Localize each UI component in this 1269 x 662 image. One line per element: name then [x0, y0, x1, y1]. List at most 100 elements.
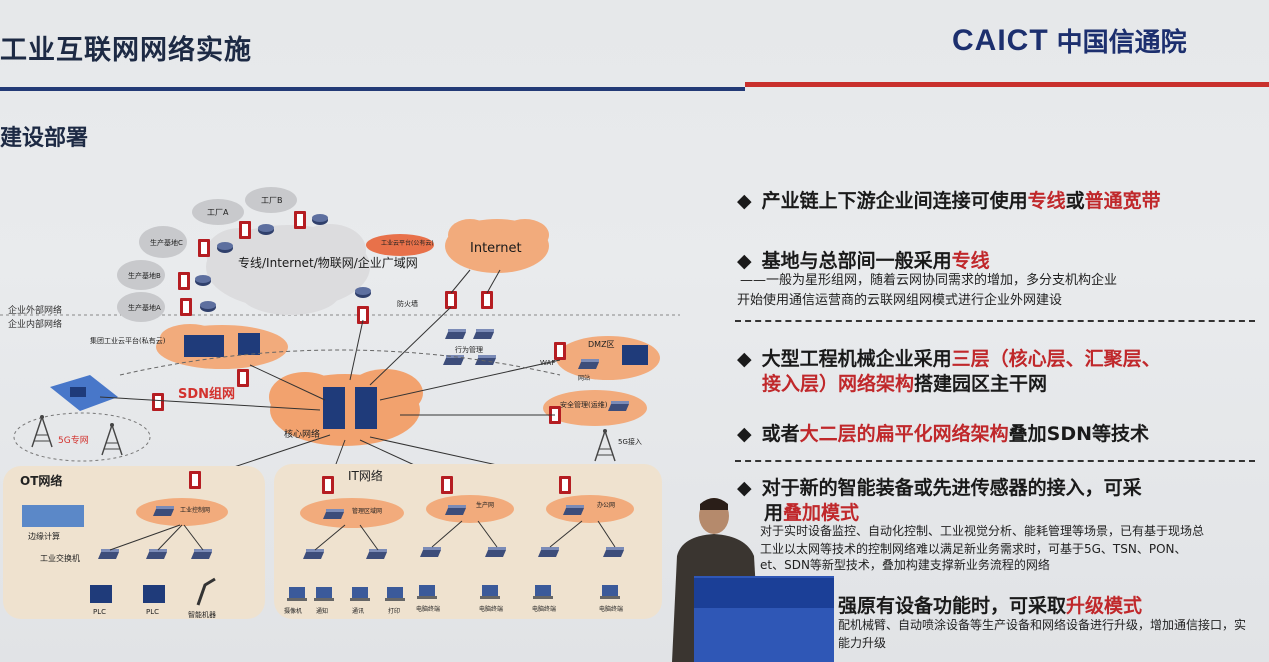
switch-icon	[603, 547, 624, 557]
svg-text:电脑终端: 电脑终端	[532, 605, 556, 613]
terminal-icon	[350, 587, 370, 601]
point-3: ◆大型工程机械企业采用三层（核心层、汇聚层、	[737, 348, 1161, 370]
svg-text:网站: 网站	[578, 374, 590, 382]
point-4: ◆或者大二层的扁平化网络架构叠加SDN等技术	[737, 423, 1150, 445]
router-icon	[312, 214, 328, 225]
slide-title: 工业互联网网络实施	[0, 35, 252, 66]
point-5-note-line-1: 对于实时设备监控、自动化控制、工业视觉分析、能耗管理等场景，已有基于现场总	[760, 524, 1205, 538]
svg-text:摄像机: 摄像机	[284, 607, 302, 615]
svg-text:通讯: 通讯	[352, 607, 364, 615]
base-b-node	[117, 260, 165, 290]
wan-cloud	[206, 224, 370, 315]
factory-b-node	[245, 187, 297, 213]
svg-text:集团工业云平台(私有云): 集团工业云平台(私有云)	[90, 336, 166, 345]
firewall-icon	[152, 393, 164, 411]
svg-text:安全管理(运维): 安全管理(运维)	[560, 400, 608, 409]
cell-tower-icon	[594, 428, 616, 462]
switch-icon	[538, 547, 559, 557]
firewall-icon	[294, 211, 306, 229]
computer-icon	[480, 585, 500, 599]
svg-text:工业交换机: 工业交换机	[40, 553, 80, 563]
svg-text:工厂B: 工厂B	[261, 196, 283, 205]
svg-text:边缘计算: 边缘计算	[28, 531, 60, 541]
svg-text:管理区域网: 管理区域网	[352, 507, 382, 515]
point-6: 强原有设备功能时，可采取升级模式	[838, 595, 1143, 617]
svg-text:DMZ区: DMZ区	[588, 340, 615, 349]
switch-icon	[191, 549, 212, 559]
logo-en: CAICT	[952, 23, 1049, 57]
firewall-label: 防火墙	[397, 299, 418, 308]
switch-icon	[485, 547, 506, 557]
g5-private-label: 5G专网	[58, 434, 89, 446]
firewall-icon	[180, 298, 192, 316]
point-5: ◆对于新的智能装备或先进传感器的接入，可采	[737, 477, 1142, 499]
svg-text:工厂A: 工厂A	[207, 208, 229, 217]
switch-icon	[608, 401, 629, 411]
svg-text:PLC: PLC	[93, 608, 106, 616]
svg-text:智能机器: 智能机器	[188, 610, 216, 619]
edge-computing-icon	[22, 505, 84, 527]
core-switch	[323, 387, 345, 429]
svg-text:电脑终端: 电脑终端	[479, 605, 503, 613]
camera-icon	[287, 587, 307, 601]
svg-text:生产基地A: 生产基地A	[128, 303, 161, 312]
svg-text:电脑终端: 电脑终端	[599, 605, 623, 613]
security-cloud	[543, 390, 647, 426]
switch-icon	[473, 329, 494, 339]
point-5-line-2: 用叠加模式	[764, 502, 860, 524]
base-c-node	[139, 226, 187, 258]
switch-icon	[98, 549, 119, 559]
svg-text:打印: 打印	[388, 607, 400, 615]
svg-text:工业云平台(公有云): 工业云平台(公有云)	[381, 239, 434, 247]
computer-icon	[600, 585, 620, 599]
switch-icon	[563, 505, 584, 515]
plc-icon	[90, 585, 112, 603]
svg-text:生产基地C: 生产基地C	[150, 238, 183, 247]
it-label: IT网络	[348, 468, 383, 483]
switch-icon	[303, 549, 324, 559]
point-2: ◆基地与总部间一般采用专线	[737, 250, 990, 272]
network-architecture-diagram: 企业外部网络 企业内部网络 工厂A 工厂B 生产基地C 生产基地B 生产基地A …	[0, 187, 680, 619]
point-5-note-line-3: et、SDN等新型技术，叠加构建支撑新业务流程的网络	[760, 558, 1050, 572]
logo-cn: 中国信通院	[1056, 28, 1187, 58]
svg-text:通知: 通知	[316, 607, 328, 615]
section-divider	[735, 460, 1255, 462]
svg-text:电脑终端: 电脑终端	[416, 605, 440, 613]
svg-text:办公网: 办公网	[597, 501, 615, 509]
point-3-line-2: 接入层）网络架构搭建园区主干网	[762, 373, 1048, 395]
firewall-icon	[178, 272, 190, 290]
switch-icon	[323, 509, 344, 519]
printer-icon	[385, 587, 405, 601]
switch-icon	[146, 549, 167, 559]
ot-label: OT网络	[20, 473, 62, 488]
wan-label: 专线/Internet/物联网/企业广域网	[238, 255, 418, 270]
firewall-icon	[189, 471, 201, 489]
svg-text:工业控制网: 工业控制网	[180, 506, 210, 514]
core-switch	[355, 387, 377, 429]
caict-logo: CAICT 中国信通院	[952, 22, 1187, 59]
firewall-icon	[441, 476, 453, 494]
router-icon	[217, 242, 233, 253]
computer-icon	[417, 585, 437, 599]
computer-icon	[533, 585, 553, 599]
point-1: ◆产业链上下游企业间连接可使用专线或普通宽带	[737, 190, 1161, 212]
internet-cloud	[445, 219, 549, 273]
sdn-label: SDN组网	[178, 386, 235, 402]
internal-network-label: 企业内部网络	[8, 318, 62, 330]
point-6-note-line-1: 配机械臂、自动喷涂设备等生产设备和网络设备进行升级，增加通信接口，实	[838, 618, 1247, 632]
switch-icon	[445, 505, 466, 515]
router-icon	[355, 287, 371, 298]
firewall-icon	[237, 369, 249, 387]
factory-a-node	[192, 199, 244, 225]
g5-private-zone	[13, 412, 151, 462]
point-5-note-line-2: 工业以太网等技术的控制网络难以满足新业务需求时，可基于5G、TSN、PON、	[760, 542, 1187, 556]
switch-icon	[366, 549, 387, 559]
switch-icon	[445, 329, 466, 339]
svg-text:生产基地B: 生产基地B	[128, 271, 161, 280]
router-icon	[195, 275, 211, 286]
ot-zone	[3, 466, 265, 619]
firewall-icon	[554, 342, 566, 360]
switch-icon	[153, 506, 174, 516]
public-cloud-node	[366, 234, 434, 256]
svg-text:生产网: 生产网	[476, 501, 494, 509]
